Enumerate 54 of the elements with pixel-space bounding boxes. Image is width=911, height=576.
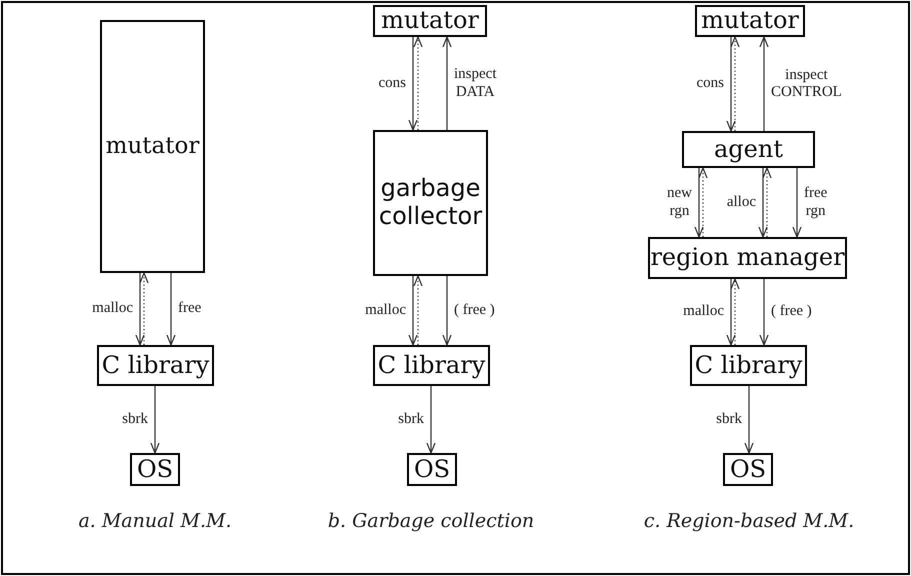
arrow <box>726 37 736 132</box>
arrow <box>413 275 423 345</box>
arrow <box>442 276 452 346</box>
process-box: mutator <box>100 20 205 273</box>
arrow <box>730 278 740 345</box>
process-box: OS <box>130 453 180 486</box>
caption: b. Garbage collection <box>328 510 534 532</box>
arrow <box>408 276 418 346</box>
process-box: C library <box>97 345 214 386</box>
process-box: agent <box>682 131 815 168</box>
edge-label: cons <box>696 75 724 93</box>
process-box: OS <box>723 453 773 486</box>
arrow <box>166 273 176 346</box>
arrow <box>744 386 754 454</box>
edge-label: inspect CONTROL <box>771 66 842 102</box>
arrow <box>135 273 145 346</box>
arrow <box>726 279 736 346</box>
arrow <box>139 272 149 345</box>
edge-label: sbrk <box>122 410 148 428</box>
edge-label: free <box>178 300 202 318</box>
caption: a. Manual M.M. <box>78 510 232 532</box>
arrow <box>792 168 802 238</box>
process-box: region manager <box>648 237 847 279</box>
arrow <box>698 167 708 237</box>
edge-label: ( free ) <box>454 302 495 320</box>
arrow <box>442 36 452 130</box>
process-box: OS <box>407 453 457 486</box>
process-box: mutator <box>373 5 487 37</box>
arrow <box>758 168 768 238</box>
edge-label: free rgn <box>804 185 828 220</box>
process-box: C library <box>373 345 490 386</box>
arrow <box>150 386 160 454</box>
arrow <box>762 167 772 237</box>
arrow <box>694 168 704 238</box>
edge-label: cons <box>378 74 406 92</box>
edge-label: inspect DATA <box>454 66 496 101</box>
caption: c. Region-based M.M. <box>644 510 854 532</box>
edge-label: ( free ) <box>771 303 812 321</box>
arrow <box>426 386 436 454</box>
edge-label: new rgn <box>667 185 692 220</box>
process-box: garbage collector <box>373 130 488 276</box>
edge-label: malloc <box>683 303 724 321</box>
arrow <box>759 36 769 131</box>
arrow <box>730 36 740 131</box>
process-box: C library <box>690 345 807 386</box>
arrow <box>413 36 423 130</box>
edge-label: malloc <box>92 300 133 318</box>
process-box: mutator <box>695 5 805 37</box>
edge-label: sbrk <box>716 410 742 428</box>
edge-label: malloc <box>365 302 406 320</box>
edge-label: alloc <box>726 194 756 212</box>
edge-label: sbrk <box>398 410 424 428</box>
arrow <box>408 37 418 131</box>
arrow <box>759 279 769 346</box>
